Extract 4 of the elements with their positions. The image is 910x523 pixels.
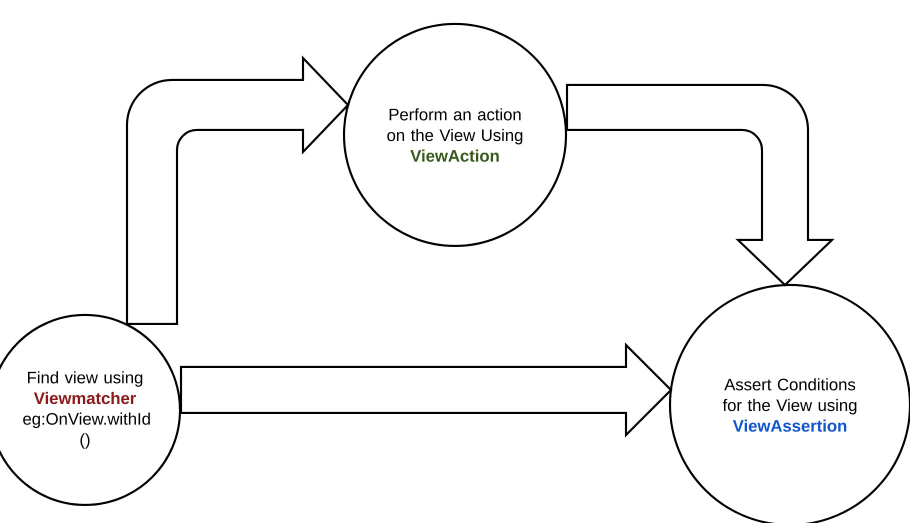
circle-node: Perform an action on the View Using ViewAction (342, 22, 568, 248)
block-arrow (180, 342, 673, 438)
block-arrow (566, 84, 834, 286)
block-arrow (126, 56, 350, 326)
